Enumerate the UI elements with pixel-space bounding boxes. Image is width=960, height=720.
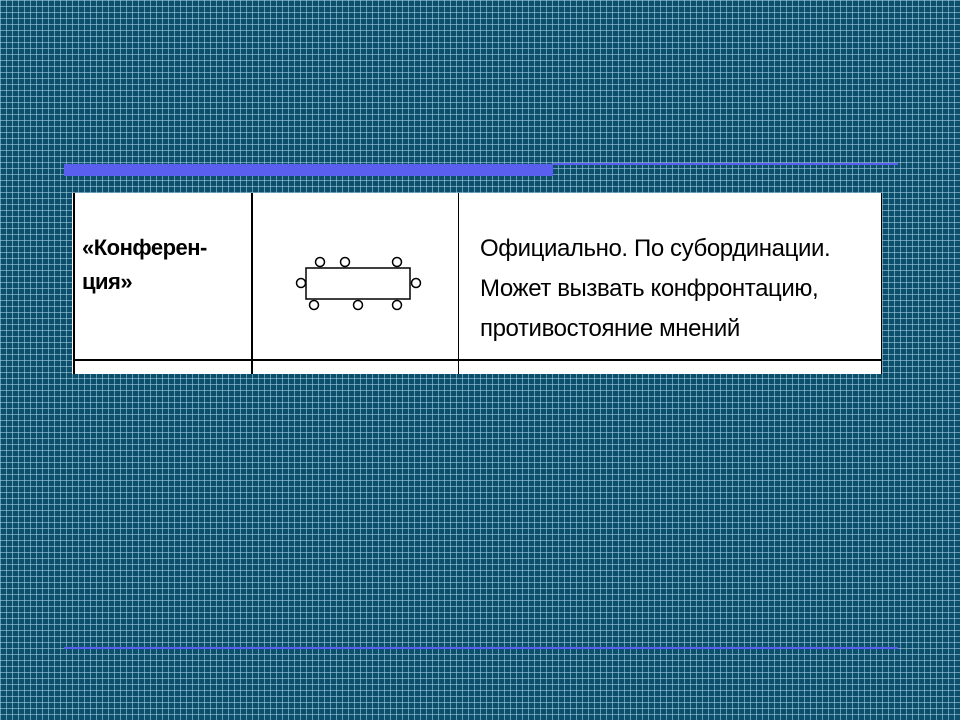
seating-type-name: «Конферен- ция» bbox=[82, 231, 247, 299]
column-divider-2 bbox=[458, 193, 459, 374]
seating-table: «Конферен- ция» Официально. По суборд bbox=[72, 193, 882, 374]
column-divider-1 bbox=[251, 193, 253, 374]
description-line-3: противостояние мнений bbox=[480, 315, 740, 342]
conference-table-icon bbox=[294, 251, 424, 315]
seating-description: Официально. По субординации. Может вызва… bbox=[480, 229, 875, 349]
footer-accent-line bbox=[64, 647, 898, 649]
seating-type-line-1: «Конферен- bbox=[82, 235, 207, 260]
description-line-2: Может вызвать конфронтацию, bbox=[480, 275, 819, 302]
description-line-1: Официально. По субординации. bbox=[480, 235, 831, 262]
seating-type-line-2: ция» bbox=[82, 269, 133, 294]
table-border-left bbox=[73, 193, 75, 374]
title-accent-bar bbox=[64, 164, 553, 176]
title-accent-line bbox=[553, 163, 898, 165]
row-divider bbox=[73, 359, 882, 361]
table-border-right bbox=[881, 193, 882, 374]
